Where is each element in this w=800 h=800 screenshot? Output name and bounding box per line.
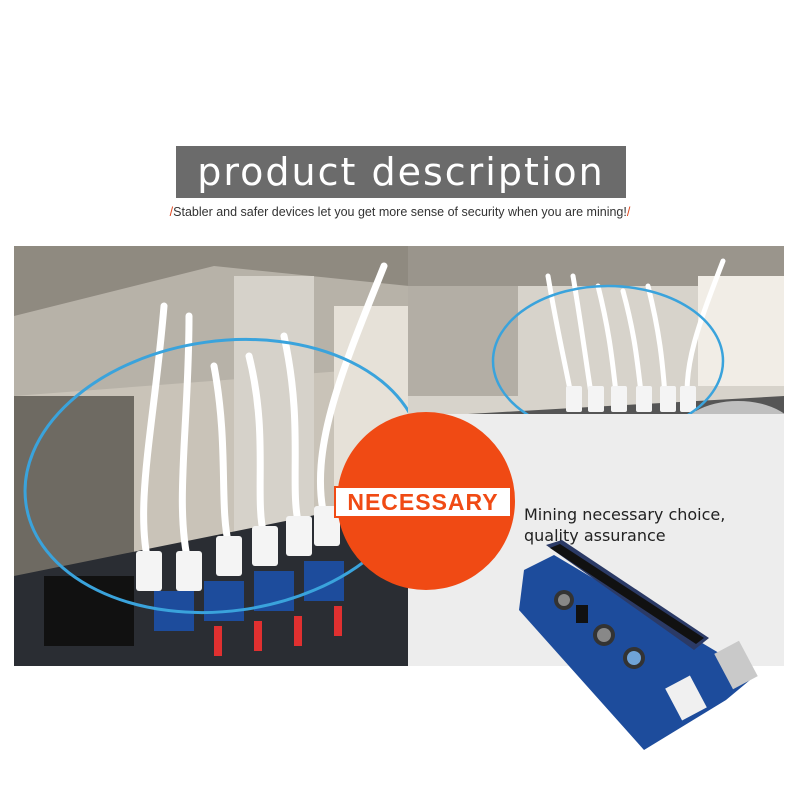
tagline-line-1: Mining necessary choice, (524, 505, 726, 524)
tagline-line-2: quality assurance (524, 526, 666, 545)
mining-rig-photo-right (408, 246, 784, 414)
subtitle: /Stabler and safer devices let you get m… (140, 205, 660, 219)
title-banner: product description (176, 146, 626, 198)
necessary-label: NECESSARY (347, 488, 499, 515)
page-title: product description (197, 150, 605, 194)
necessary-badge: NECESSARY (334, 486, 512, 518)
subtitle-text: Stabler and safer devices let you get mo… (173, 205, 627, 219)
riser-card-image (519, 540, 758, 750)
tagline: Mining necessary choice, quality assuran… (524, 504, 725, 546)
subtitle-slash-right: / (626, 205, 631, 219)
subtitle-slash-left: / (169, 205, 174, 219)
